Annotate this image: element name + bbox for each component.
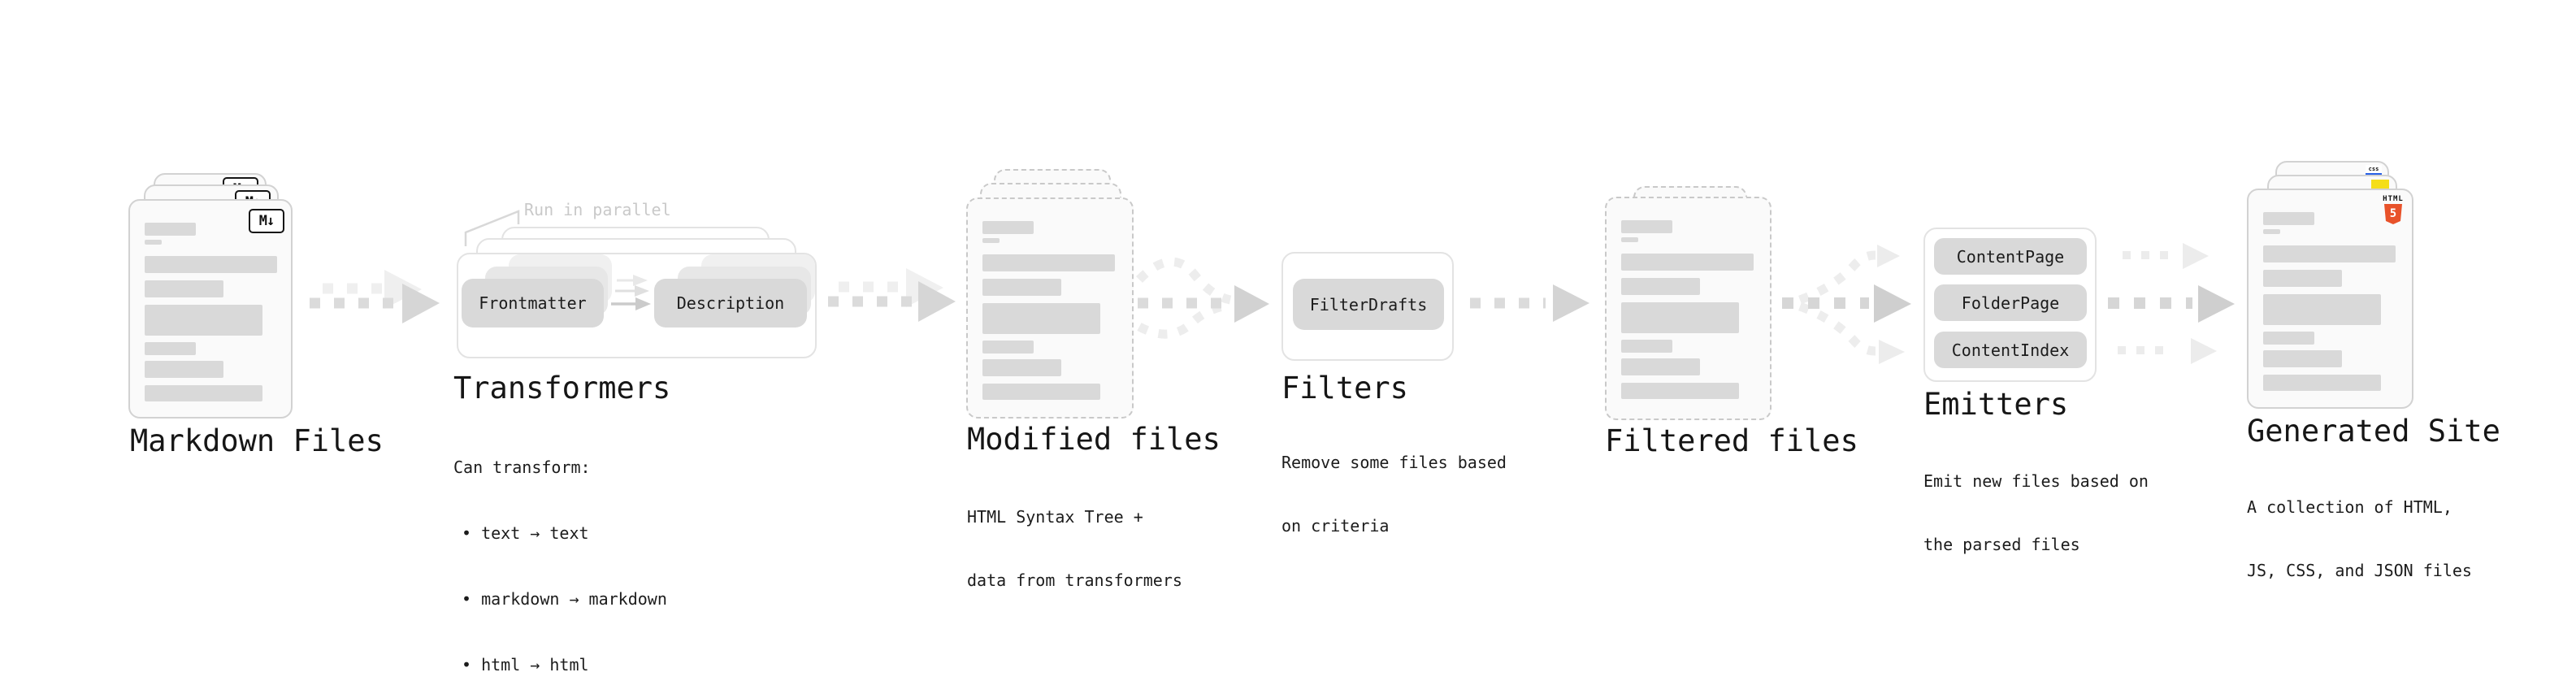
- transformer-frontmatter-box: Frontmatter: [462, 279, 604, 327]
- subtitle-line: • markdown → markdown: [462, 589, 667, 609]
- arrow-modified-to-filters-merge: [1136, 257, 1269, 339]
- stage-title: Modified files: [967, 422, 1221, 457]
- html5-icon-label: HTML: [2383, 195, 2404, 203]
- css3-icon: css: [2366, 165, 2382, 176]
- doc-placeholder-text: [2263, 212, 2396, 391]
- stage-subtitle: Can transform: • text → text • markdown …: [453, 413, 667, 681]
- stage-title: Transformers: [453, 371, 671, 406]
- doc-placeholder-text: [1621, 220, 1754, 399]
- subtitle-line: • html → html: [462, 655, 589, 674]
- arrow-filters-to-filtered: [1470, 284, 1589, 322]
- subtitle-line: Emit new files based on: [1923, 471, 2149, 491]
- arrow-markdown-to-transformers: [310, 270, 440, 323]
- subtitle-line: • text → text: [462, 523, 589, 543]
- stage-subtitle: HTML Syntax Tree + data from transformer…: [967, 464, 1182, 633]
- html5-icon-shield: 5: [2384, 204, 2402, 224]
- subtitle-line: HTML Syntax Tree +: [967, 507, 1143, 527]
- stage-subtitle: Emit new files based on the parsed files: [1923, 428, 2149, 597]
- stage-title: Filtered files: [1605, 423, 1858, 458]
- transformer-description-box: Description: [654, 279, 807, 327]
- subtitle-line: on criteria: [1281, 516, 1390, 536]
- stage-title: Emitters: [1923, 387, 2069, 422]
- stage-subtitle: A collection of HTML, JS, CSS, and JSON …: [2247, 454, 2472, 623]
- document-card-dashed: [1605, 197, 1772, 420]
- run-in-parallel-label: Run in parallel: [524, 200, 671, 219]
- arrow-emitters-to-generated: [2108, 243, 2235, 364]
- subtitle-line: Can transform:: [453, 458, 591, 477]
- stage-subtitle: Remove some files based on criteria: [1281, 410, 1507, 579]
- stage-title: Markdown Files: [130, 423, 384, 458]
- subtitle-line: JS, CSS, and JSON files: [2247, 561, 2472, 580]
- subtitle-line: data from transformers: [967, 570, 1182, 590]
- emitter-content-page-box: ContentPage: [1934, 238, 2087, 275]
- stage-title: Generated Site: [2247, 414, 2500, 449]
- document-card-dashed: [966, 197, 1134, 419]
- html5-icon: HTML 5: [2383, 195, 2404, 224]
- doc-placeholder-text: [982, 221, 1115, 400]
- stage-title: Filters: [1281, 371, 1408, 406]
- arrow-transformers-to-modified: [828, 268, 956, 322]
- emitter-folder-page-box: FolderPage: [1934, 284, 2087, 321]
- subtitle-line: A collection of HTML,: [2247, 497, 2452, 517]
- doc-placeholder-text: [145, 223, 277, 401]
- document-card: M↓: [128, 199, 293, 419]
- emitter-content-index-box: ContentIndex: [1934, 332, 2087, 368]
- document-card: HTML 5: [2247, 189, 2413, 409]
- arrow-filtered-to-emitters-fanout: [1782, 245, 1911, 364]
- markdown-icon: M↓: [249, 209, 284, 233]
- subtitle-line: the parsed files: [1923, 535, 2080, 554]
- subtitle-line: Remove some files based: [1281, 453, 1507, 472]
- filter-drafts-box: FilterDrafts: [1293, 279, 1444, 330]
